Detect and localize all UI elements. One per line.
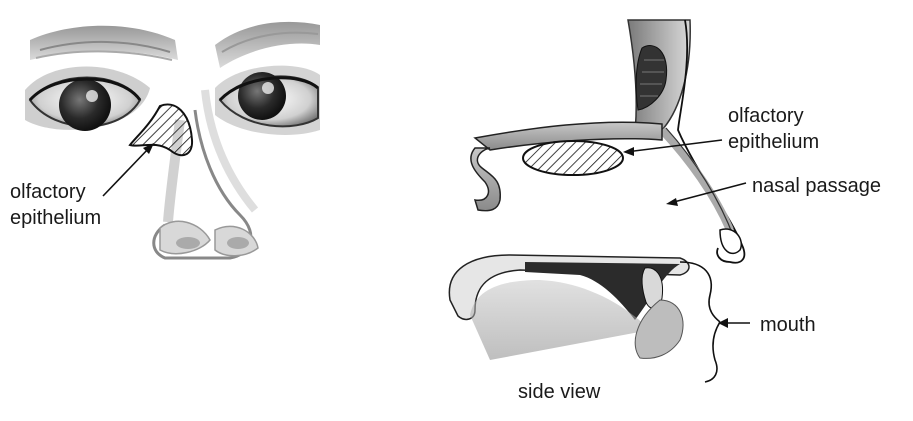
front-face-illustration: [0, 0, 330, 280]
sphenoid-bone: [471, 148, 500, 211]
nostril: [720, 229, 741, 253]
front-olfactory-label-line2: epithelium: [10, 206, 101, 230]
olfactory-epithelium-front-region: [130, 104, 192, 155]
nasal-passage-label: nasal passage: [752, 174, 881, 198]
olfactory-epithelium-side-region: [523, 141, 623, 175]
mouth-label: mouth: [760, 313, 816, 337]
side-olfactory-label-line2: epithelium: [728, 130, 819, 154]
side-view-caption: side view: [518, 380, 600, 404]
side-olfactory-label-line1: olfactory: [728, 104, 804, 128]
right-eyebrow: [215, 22, 320, 68]
front-olfactory-label-line1: olfactory: [10, 180, 86, 204]
lower-lip: [705, 322, 720, 382]
front-label-arrow: [103, 147, 150, 196]
